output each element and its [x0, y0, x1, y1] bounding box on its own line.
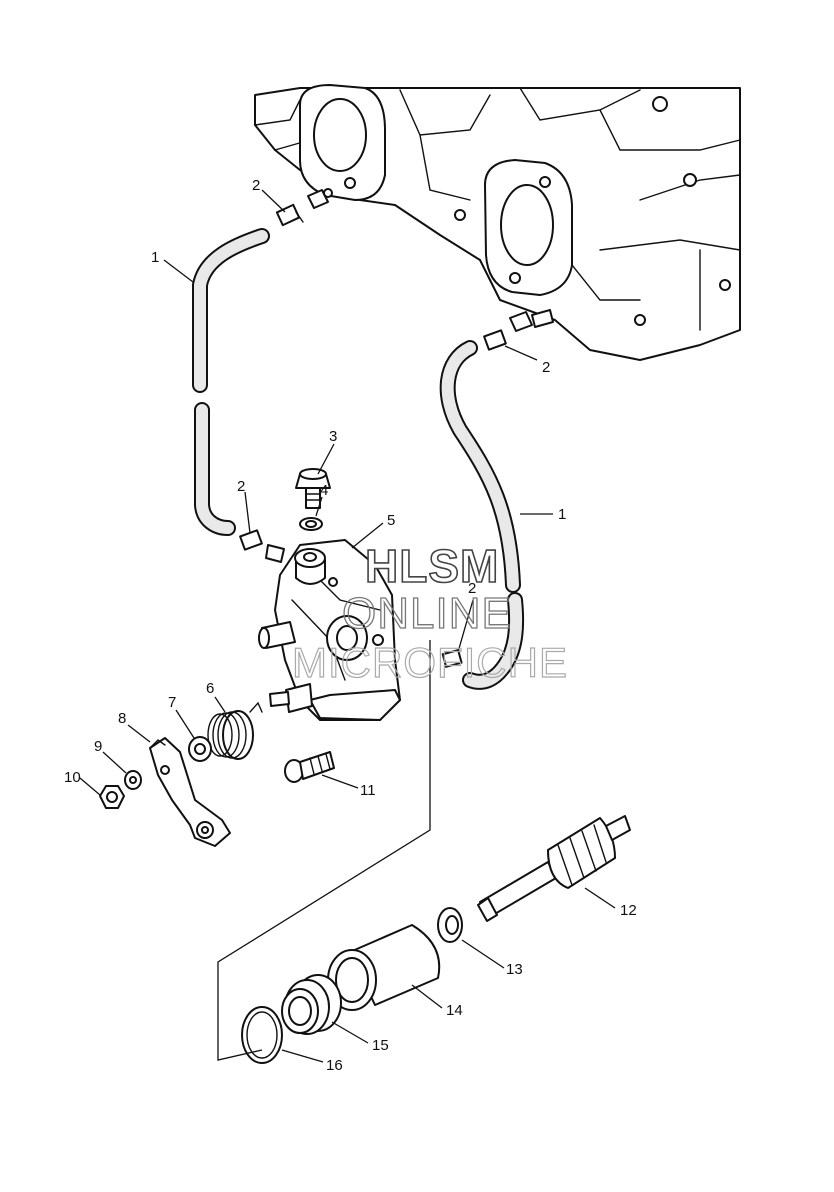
callout-2-top: 2 — [252, 177, 260, 194]
callout-3: 3 — [329, 428, 337, 445]
hose-fitting — [307, 188, 333, 209]
oil-seal — [281, 974, 342, 1035]
callout-labels: 1 2 2 2 2 3 4 5 1 6 7 8 9 10 11 12 13 14… — [64, 177, 637, 1074]
callout-9: 9 — [94, 738, 102, 755]
flat-washer — [188, 736, 212, 762]
callout-14: 14 — [446, 1002, 463, 1019]
callout-11: 11 — [360, 782, 376, 799]
oil-pump-body — [258, 539, 401, 721]
hose-fitting — [265, 544, 285, 563]
lock-washer — [124, 770, 142, 790]
sealing-washer — [299, 517, 323, 531]
callout-10: 10 — [64, 769, 81, 786]
callout-13: 13 — [506, 961, 523, 978]
watermark-line-2: ONLINE — [342, 589, 512, 638]
o-ring — [241, 1006, 283, 1064]
drive-gear-shaft — [477, 815, 631, 922]
hex-nut — [99, 785, 125, 809]
watermark-line-1: HLSM — [365, 540, 499, 592]
callout-2-right: 2 — [542, 359, 550, 376]
callout-2-lower: 2 — [468, 580, 476, 597]
callout-2-left: 2 — [237, 478, 245, 495]
watermark: HLSM ONLINE MICROFICHE — [291, 539, 568, 686]
assembly-reference-line — [217, 640, 431, 1061]
hose-clamp — [239, 529, 263, 551]
oil-hose-left — [192, 228, 270, 536]
pump-lever — [149, 737, 231, 847]
callout-6: 6 — [206, 680, 214, 697]
hose-fitting — [509, 309, 554, 332]
watermark-line-3: MICROFICHE — [292, 639, 568, 686]
return-spring — [207, 701, 263, 760]
oil-hose-right — [439, 340, 525, 690]
engine-block — [254, 84, 741, 361]
callout-1-left: 1 — [151, 249, 159, 266]
leader-lines — [79, 189, 616, 1063]
callout-16: 16 — [326, 1057, 343, 1074]
callout-15: 15 — [372, 1037, 389, 1054]
callout-1-right: 1 — [558, 506, 566, 523]
callout-5: 5 — [387, 512, 395, 529]
callout-7: 7 — [168, 694, 176, 711]
callout-12: 12 — [620, 902, 637, 919]
hose-clamp — [483, 329, 507, 351]
hose-clamp — [441, 649, 463, 668]
thrust-washer — [437, 907, 463, 943]
mounting-screw — [284, 751, 335, 783]
shaft-bushing — [327, 924, 441, 1011]
callout-4: 4 — [320, 482, 328, 499]
callout-8: 8 — [118, 710, 126, 727]
